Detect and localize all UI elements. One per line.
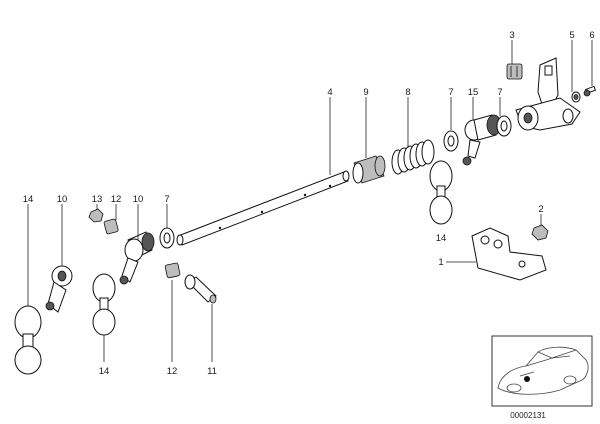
middle-lever-part: [119, 231, 155, 285]
nut-13-part: [88, 208, 104, 223]
callout-14-c: 14: [99, 366, 110, 377]
callout-1: 1: [438, 257, 443, 268]
callout-14-a: 14: [436, 233, 447, 244]
car-outline-icon: [497, 346, 589, 395]
callout-11: 11: [207, 366, 217, 377]
middle-knob-part: [92, 273, 116, 336]
clip-12-upper-part: [103, 218, 119, 235]
spring-part: [391, 139, 435, 175]
sleeve-part: [352, 155, 386, 184]
left-knob-part: [14, 305, 42, 375]
callout-10-b: 10: [133, 194, 144, 205]
top-bracket-part: [515, 57, 581, 131]
bracket-plate-part: [471, 227, 547, 281]
callout-12-b: 12: [167, 366, 178, 377]
callout-3: 3: [509, 30, 514, 41]
callout-7-a: 7: [448, 87, 453, 98]
highlight-marker-icon: [524, 376, 530, 382]
nut-part: [571, 91, 581, 103]
callout-4: 4: [327, 87, 332, 98]
callout-9: 9: [363, 87, 368, 98]
small-nut-part: [531, 224, 549, 241]
callout-10-a: 10: [57, 194, 68, 205]
leader-lines: [27, 40, 593, 362]
selector-lever-part: [462, 114, 502, 166]
callout-7-b: 7: [497, 87, 502, 98]
shift-knob-part: [429, 160, 453, 225]
washer-part: [443, 130, 459, 152]
callout-12-a: 12: [111, 194, 122, 205]
callout-13: 13: [92, 194, 103, 205]
shift-rod-part: [176, 170, 350, 246]
callout-labels: 4 9 8 7 15 7 3 5 6 14 2 1 14 10 13 12 10…: [23, 30, 595, 377]
callout-7-c: 7: [164, 194, 169, 205]
washer-right-part: [496, 115, 512, 137]
bolt-part: [583, 85, 597, 97]
reference-number: 00002131: [510, 411, 546, 420]
vehicle-thumbnail: [491, 335, 593, 407]
callout-14-b: 14: [23, 194, 34, 205]
callout-5: 5: [569, 30, 574, 41]
washer-left-part: [159, 227, 175, 249]
callout-15: 15: [468, 87, 479, 98]
clip-part: [506, 63, 523, 80]
callout-6: 6: [589, 30, 594, 41]
clip-12-lower-part: [164, 262, 181, 279]
left-lever-part: [45, 265, 73, 313]
callout-2: 2: [538, 204, 543, 215]
callout-8: 8: [405, 87, 410, 98]
bolt-11-part: [184, 274, 217, 304]
